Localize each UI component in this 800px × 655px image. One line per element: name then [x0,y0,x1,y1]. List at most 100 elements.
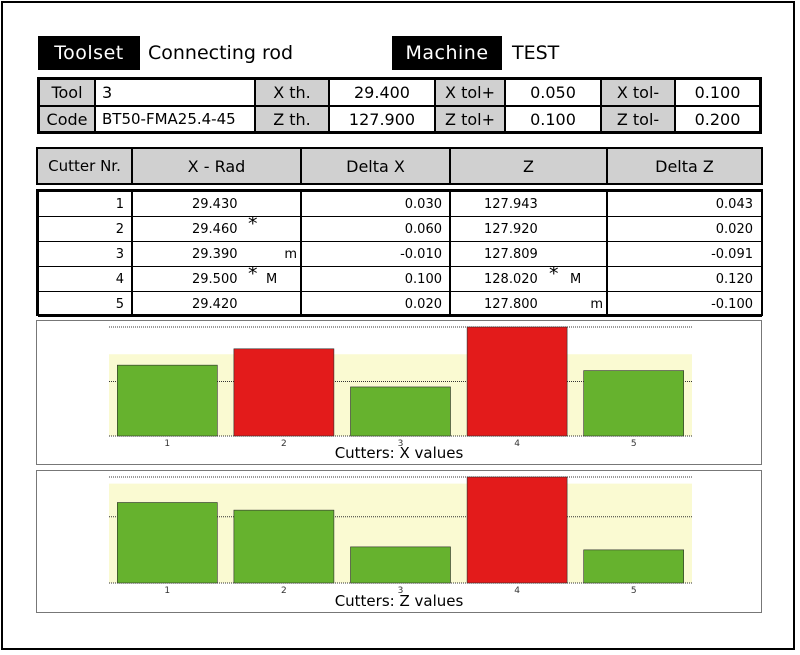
ztolp-label: Z tol+ [435,106,505,132]
tick-label: 3 [398,439,404,449]
xtolm-value-field[interactable]: 0.100 [675,79,760,106]
cell-z-text: 127.809 [484,246,538,262]
tick-label: 2 [281,439,287,449]
cell-nr: 5 [38,291,133,317]
cell-nr: 3 [38,241,133,267]
cell-nr-text: 3 [115,246,124,262]
tick-label: 1 [164,439,170,449]
tool-value-field[interactable]: 3 [95,79,255,106]
bar-cutter-2 [233,509,335,584]
cell-xrad: 29.460 * [131,213,302,242]
cell-xrad: 29.500*M [131,263,302,292]
cell-nr: 4 [38,266,133,292]
minmax-mark: m [284,246,297,262]
cell-dz-text: 0.020 [715,221,753,237]
cell-z-text: 128.020 [484,271,538,287]
cell-dz: -0.091 [606,241,762,267]
cell-xrad-text: 29.390 [192,246,238,262]
bar-cutter-3 [350,386,451,437]
tick-label: 4 [514,439,520,449]
out-of-tolerance-star: * [248,213,258,235]
cell-dx-text: 0.100 [404,271,442,287]
minmax-mark: M [266,271,278,287]
bar-cutter-1 [117,364,218,437]
cell-dx-text: 0.060 [404,221,442,237]
cell-nr-text: 1 [115,196,124,212]
cutter-table-body [36,189,763,316]
bar-cutter-4 [466,476,568,584]
xtolm-label: X tol- [601,79,675,106]
col-header-z: Z [449,147,608,185]
tick-label: 2 [281,586,287,596]
chart-title: Cutters: Z values [335,592,464,610]
tool-label: Tool [39,79,95,106]
minmax-mark: M [570,271,582,287]
cell-z: 127.943 [449,191,608,217]
cell-dx: -0.010 [300,241,451,267]
cell-z: 127.920 [449,216,608,242]
cell-z: 127.800 m [449,291,608,317]
col-header-cutter-nr: Cutter Nr. [36,147,133,185]
ztolp-value-field[interactable]: 0.100 [505,106,601,132]
cell-dz: 0.120 [606,266,762,292]
cell-xrad: 29.420 [131,291,302,317]
cell-dx-text: 0.030 [404,196,442,212]
zth-value-field[interactable]: 127.900 [329,106,435,132]
bar-cutter-1 [117,502,218,584]
cell-dx: 0.020 [300,291,451,317]
bar-cutter-2 [233,348,335,437]
toolset-label: Toolset [38,36,140,70]
cell-nr: 1 [38,191,133,217]
xtolp-value-field[interactable]: 0.050 [505,79,601,106]
cell-z-text: 127.920 [484,221,538,237]
machine-label: Machine [392,36,502,70]
cell-dz: 0.020 [606,216,762,242]
cell-dz-text: 0.043 [715,196,753,212]
bar-cutter-5 [583,549,685,584]
xth-label: X th. [255,79,329,106]
cell-dz-text: 0.120 [715,271,753,287]
ztolm-label: Z tol- [601,106,675,132]
cell-z-text: 127.800 [484,296,538,312]
minmax-mark: m [590,296,603,312]
cell-dz: -0.100 [606,291,762,317]
cell-nr-text: 4 [115,271,124,287]
out-of-tolerance-star: * [248,263,258,285]
zth-label: Z th. [255,106,329,132]
out-of-tolerance-star: * [549,263,559,285]
cell-nr-text: 2 [115,221,124,237]
cell-xrad-text: 29.430 [192,196,238,212]
tick-label: 4 [514,586,520,596]
toolset-value: Connecting rod [148,42,294,64]
cell-dz-text: -0.091 [711,246,753,262]
cell-xrad-text: 29.420 [192,296,238,312]
ztolm-value-field[interactable]: 0.200 [675,106,760,132]
params-block [37,77,762,134]
cell-dz-text: -0.100 [711,296,753,312]
cell-xrad-text: 29.460 [192,221,238,237]
tick-label: 1 [164,586,170,596]
bar-cutter-5 [583,370,685,437]
bar-cutter-3 [350,546,451,584]
chart-title: Cutters: X values [335,444,464,462]
tick-label: 5 [631,586,637,596]
xth-value-field[interactable]: 29.400 [329,79,435,106]
col-header-delta-x: Delta X [300,147,451,185]
cell-dx-text: 0.020 [404,296,442,312]
cell-dz: 0.043 [606,191,762,217]
xtolp-label: X tol+ [435,79,505,106]
cell-xrad: 29.430 [131,191,302,217]
cell-z-text: 127.943 [484,196,538,212]
cell-nr-text: 5 [115,296,124,312]
machine-value: TEST [512,42,560,64]
cell-dx: 0.030 [300,191,451,217]
code-value-field[interactable]: BT50-FMA25.4-45 [95,106,255,132]
cell-nr: 2 [38,216,133,242]
code-label: Code [39,106,95,132]
cell-dx: 0.100 [300,266,451,292]
